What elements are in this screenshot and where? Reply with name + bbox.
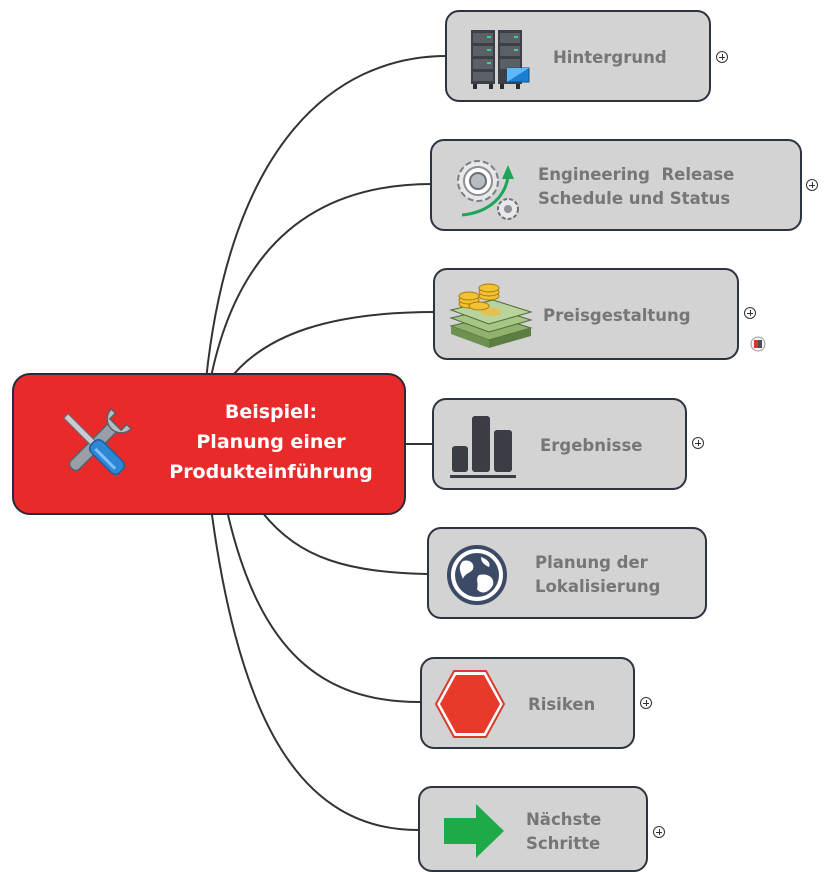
gears-arrow-icon bbox=[444, 151, 524, 223]
topic-line: Schritte bbox=[526, 834, 601, 853]
topic-hintergrund[interactable]: Hintergrund bbox=[445, 10, 711, 102]
topic-label: Hintergrund bbox=[553, 46, 667, 70]
globe-icon bbox=[445, 543, 509, 607]
connector-schritte bbox=[211, 514, 419, 831]
central-title: Beispiel: Planung einer Produkteinführun… bbox=[146, 397, 396, 487]
topic-risiken[interactable]: Risiken bbox=[420, 657, 635, 749]
topic-line: Nächste bbox=[526, 810, 602, 829]
topic-naechste-schritte[interactable]: Nächste Schritte bbox=[418, 786, 648, 872]
topic-line: Ergebnisse bbox=[540, 436, 643, 455]
tools-icon bbox=[50, 402, 140, 488]
topic-line: Schedule und Status bbox=[538, 189, 731, 208]
expand-icon[interactable] bbox=[653, 826, 665, 838]
note-badge-icon[interactable] bbox=[750, 336, 766, 352]
topic-preisgestaltung[interactable]: Preisgestaltung bbox=[433, 268, 739, 360]
topic-label: Preisgestaltung bbox=[543, 304, 691, 328]
green-arrow-icon bbox=[442, 802, 506, 860]
expand-icon[interactable] bbox=[640, 697, 652, 709]
central-line-2: Planung einer bbox=[196, 431, 346, 453]
topic-ergebnisse[interactable]: Ergebnisse bbox=[432, 398, 687, 490]
topic-line: Hintergrund bbox=[553, 48, 667, 67]
central-line-1: Beispiel: bbox=[224, 401, 318, 423]
expand-icon[interactable] bbox=[744, 307, 756, 319]
topic-line: Lokalisierung bbox=[535, 577, 661, 596]
topic-label: Risiken bbox=[528, 693, 595, 717]
topic-label: Planung der Lokalisierung bbox=[535, 551, 660, 599]
bar-chart-icon bbox=[448, 414, 520, 480]
topic-label: Nächste Schritte bbox=[526, 808, 601, 856]
topic-line: Engineering Release bbox=[538, 165, 735, 184]
topic-label: Engineering Release Schedule und Status bbox=[538, 163, 734, 211]
topic-label: Ergebnisse bbox=[540, 434, 642, 458]
topic-line: Risiken bbox=[528, 695, 596, 714]
expand-icon[interactable] bbox=[716, 51, 728, 63]
topic-line: Preisgestaltung bbox=[543, 306, 691, 325]
topic-engineering[interactable]: Engineering Release Schedule und Status bbox=[430, 139, 802, 231]
topic-line: Planung der bbox=[535, 553, 648, 572]
stop-sign-icon bbox=[434, 669, 506, 739]
connector-preis bbox=[221, 311, 436, 391]
server-rack-icon bbox=[467, 26, 531, 90]
expand-icon[interactable] bbox=[806, 179, 818, 191]
central-line-3: Produkteinführung bbox=[169, 461, 373, 483]
connector-engineering bbox=[209, 183, 433, 383]
connector-lokalisierung bbox=[261, 511, 428, 575]
connector-hintergrund bbox=[205, 55, 448, 381]
expand-icon[interactable] bbox=[692, 437, 704, 449]
money-stack-icon bbox=[449, 282, 533, 350]
central-topic[interactable]: Beispiel: Planung einer Produkteinführun… bbox=[12, 373, 406, 515]
connector-risiken bbox=[227, 514, 421, 703]
topic-lokalisierung[interactable]: Planung der Lokalisierung bbox=[427, 527, 707, 619]
